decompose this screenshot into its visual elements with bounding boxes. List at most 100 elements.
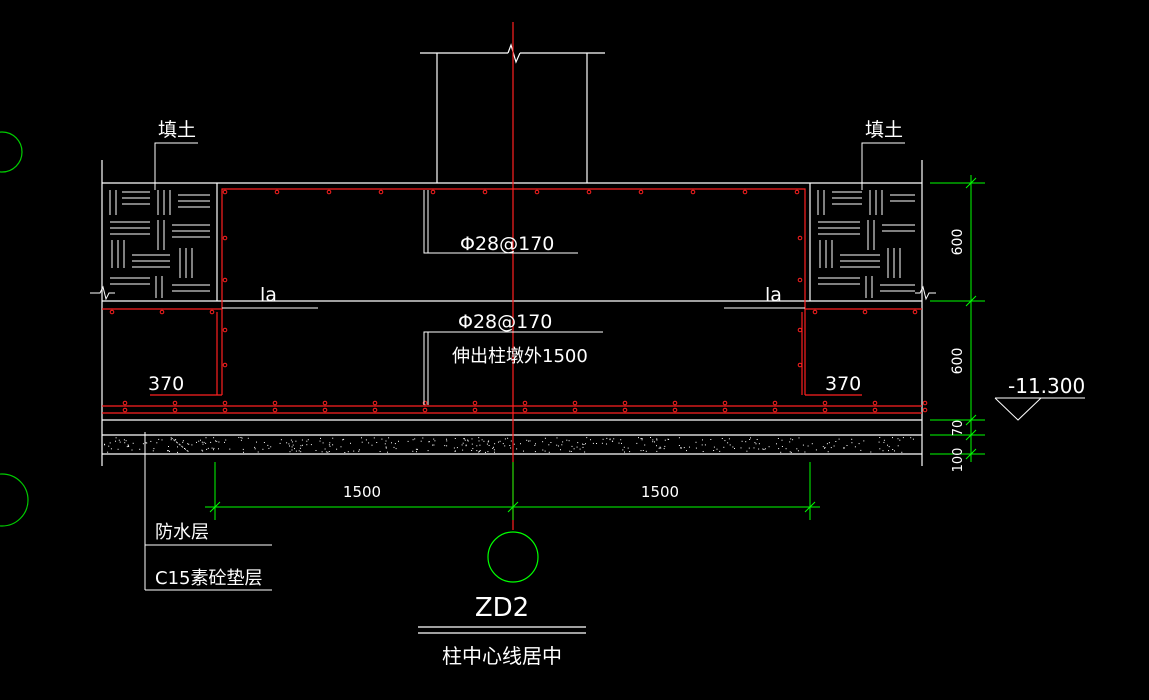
stipple-dot xyxy=(167,450,168,452)
rebar-dot xyxy=(222,400,228,406)
stipple-dot xyxy=(728,438,730,440)
stipple-dot xyxy=(229,448,231,450)
stipple-dot xyxy=(184,448,185,449)
stipple-dot xyxy=(568,440,570,442)
dim-right-4: 100 xyxy=(951,448,966,473)
stipple-dot xyxy=(288,443,290,445)
stipple-dot xyxy=(879,437,881,438)
stipple-dot xyxy=(395,448,397,450)
stipple-dot xyxy=(713,450,715,451)
stipple-dot xyxy=(478,437,480,439)
rebar-dot xyxy=(872,407,878,413)
stipple-dot xyxy=(749,439,751,440)
stipple-dot xyxy=(498,441,499,443)
stipple-dot xyxy=(883,441,885,443)
rebar-dot xyxy=(572,400,578,406)
stipple-dot xyxy=(596,443,597,444)
stipple-dot xyxy=(656,438,658,440)
stipple-dot xyxy=(507,437,509,439)
stipple-dot xyxy=(213,437,215,439)
stipple-dot xyxy=(636,442,638,444)
stipple-dot xyxy=(499,440,501,442)
stipple-dot xyxy=(678,445,680,446)
stipple-dot xyxy=(462,449,464,451)
stipple-dot xyxy=(534,451,536,453)
stipple-dot xyxy=(745,441,747,443)
stipple-dot xyxy=(125,440,127,442)
stipple-dot xyxy=(663,448,665,450)
stipple-dot xyxy=(178,443,180,445)
stipple-dot xyxy=(142,443,144,445)
stipple-dot xyxy=(463,438,465,440)
stipple-dot xyxy=(256,441,257,443)
rebar-dot xyxy=(822,400,828,406)
rebar-dot xyxy=(122,400,128,406)
stipple-dot xyxy=(300,445,302,447)
stipple-dot xyxy=(184,448,186,450)
stipple-dot xyxy=(340,446,342,448)
stipple-dot xyxy=(798,437,800,439)
stipple-dot xyxy=(177,451,178,453)
stipple-dot xyxy=(609,439,611,441)
stipple-dot xyxy=(327,451,329,453)
stipple-dot xyxy=(548,444,550,446)
rebar-dot xyxy=(622,400,628,406)
stipple-dot xyxy=(606,443,607,445)
rebar-dot xyxy=(172,400,178,406)
stipple-dot xyxy=(342,439,344,441)
stipple-dot xyxy=(306,440,308,442)
rebar-dot xyxy=(222,362,228,368)
rebar-dot xyxy=(522,407,528,413)
stipple-dot xyxy=(526,439,528,441)
rebar-dot xyxy=(797,327,803,333)
rebar-dot xyxy=(794,189,800,195)
stipple-dot xyxy=(241,437,243,439)
stipple-dot xyxy=(300,451,302,453)
stipple-dot xyxy=(534,444,536,446)
stipple-dot xyxy=(912,438,914,440)
stipple-dot xyxy=(609,438,611,440)
stipple-dot xyxy=(200,439,201,441)
stipple-dot xyxy=(268,447,270,449)
stipple-dot xyxy=(483,440,485,442)
stipple-dot xyxy=(365,439,367,441)
right-dimension-lines xyxy=(930,175,985,462)
stipple-dot xyxy=(835,441,837,442)
rebar-dot xyxy=(322,400,328,406)
stipple-dot xyxy=(201,449,203,451)
stipple-dot xyxy=(566,439,568,441)
stipple-dot xyxy=(689,446,690,448)
rebar-dot xyxy=(922,407,928,413)
stipple-dot xyxy=(656,445,657,447)
stipple-dot xyxy=(702,451,704,452)
stipple-dot xyxy=(585,443,586,445)
stipple-dot xyxy=(294,448,295,450)
stipple-dot xyxy=(343,438,345,440)
stipple-dot xyxy=(621,442,622,444)
stipple-dot xyxy=(471,443,473,445)
stipple-dot xyxy=(883,439,885,441)
stipple-dot xyxy=(465,444,467,446)
rebar-dot xyxy=(812,309,818,315)
stipple-dot xyxy=(652,441,654,443)
rebar-dot xyxy=(272,400,278,406)
stipple-dot xyxy=(493,449,495,451)
stipple-dot xyxy=(476,445,478,447)
stipple-dot xyxy=(843,447,845,449)
stipple-dot xyxy=(205,437,207,439)
stipple-dot xyxy=(830,447,832,449)
rebar-dot xyxy=(430,189,436,195)
stipple-dot xyxy=(124,442,126,444)
stipple-dot xyxy=(556,444,558,446)
dim-right-2: 600 xyxy=(950,348,966,375)
stipple-dot xyxy=(407,440,409,442)
stipple-dot xyxy=(768,446,770,448)
stipple-dot xyxy=(815,449,817,451)
stipple-dot xyxy=(659,446,661,448)
stipple-dot xyxy=(218,448,219,450)
dim-bottom-left: 1500 xyxy=(343,483,381,501)
stipple-dot xyxy=(777,438,779,439)
stipple-dot xyxy=(203,441,205,443)
stipple-dot xyxy=(826,443,828,445)
la-label-right: la xyxy=(765,284,782,306)
